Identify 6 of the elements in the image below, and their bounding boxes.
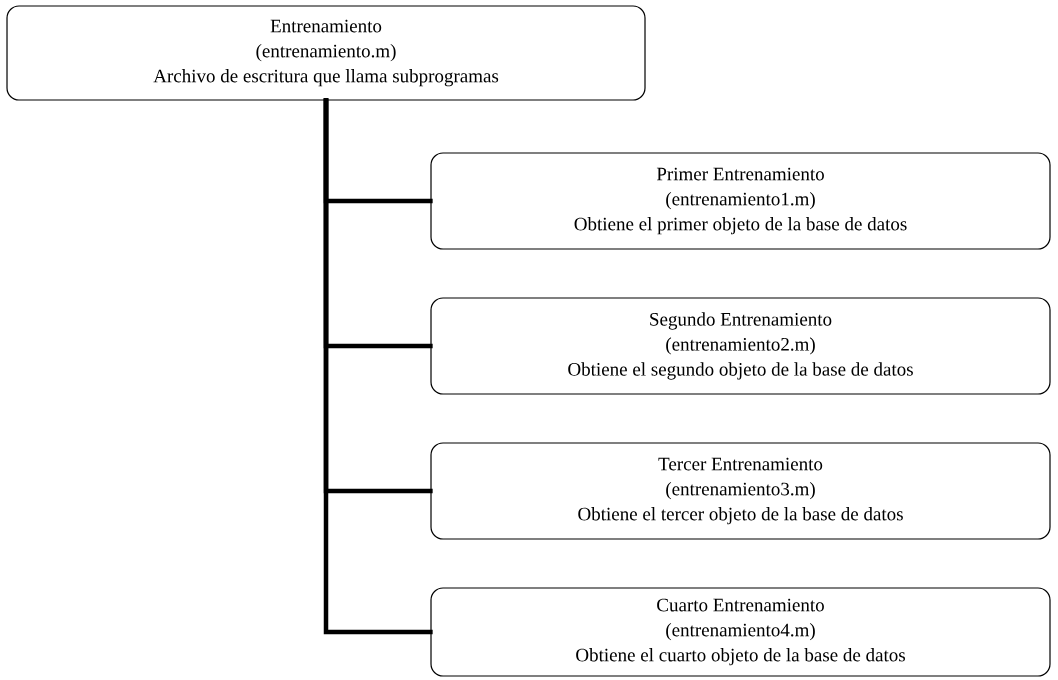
- process-box: Cuarto Entrenamiento (entrenamiento4.m) Obtiene el cuarto objeto de la base de datos: [430, 587, 1051, 677]
- process-box: Entrenamiento (entrenamiento.m) Archivo de escritura que llama subprogramas: [6, 5, 646, 101]
- process-box: Tercer Entrenamiento (entrenamiento3.m) Obtiene el tercer objeto de la base de datos: [430, 442, 1051, 540]
- process-box: Segundo Entrenamiento (entrenamiento2.m) Obtiene el segundo objeto de la base de datos: [430, 297, 1051, 395]
- connector-line: [323, 98, 433, 635]
- process-box: Primer Entrenamiento (entrenamiento1.m) Obtiene el primer objeto de la base de datos: [430, 152, 1051, 250]
